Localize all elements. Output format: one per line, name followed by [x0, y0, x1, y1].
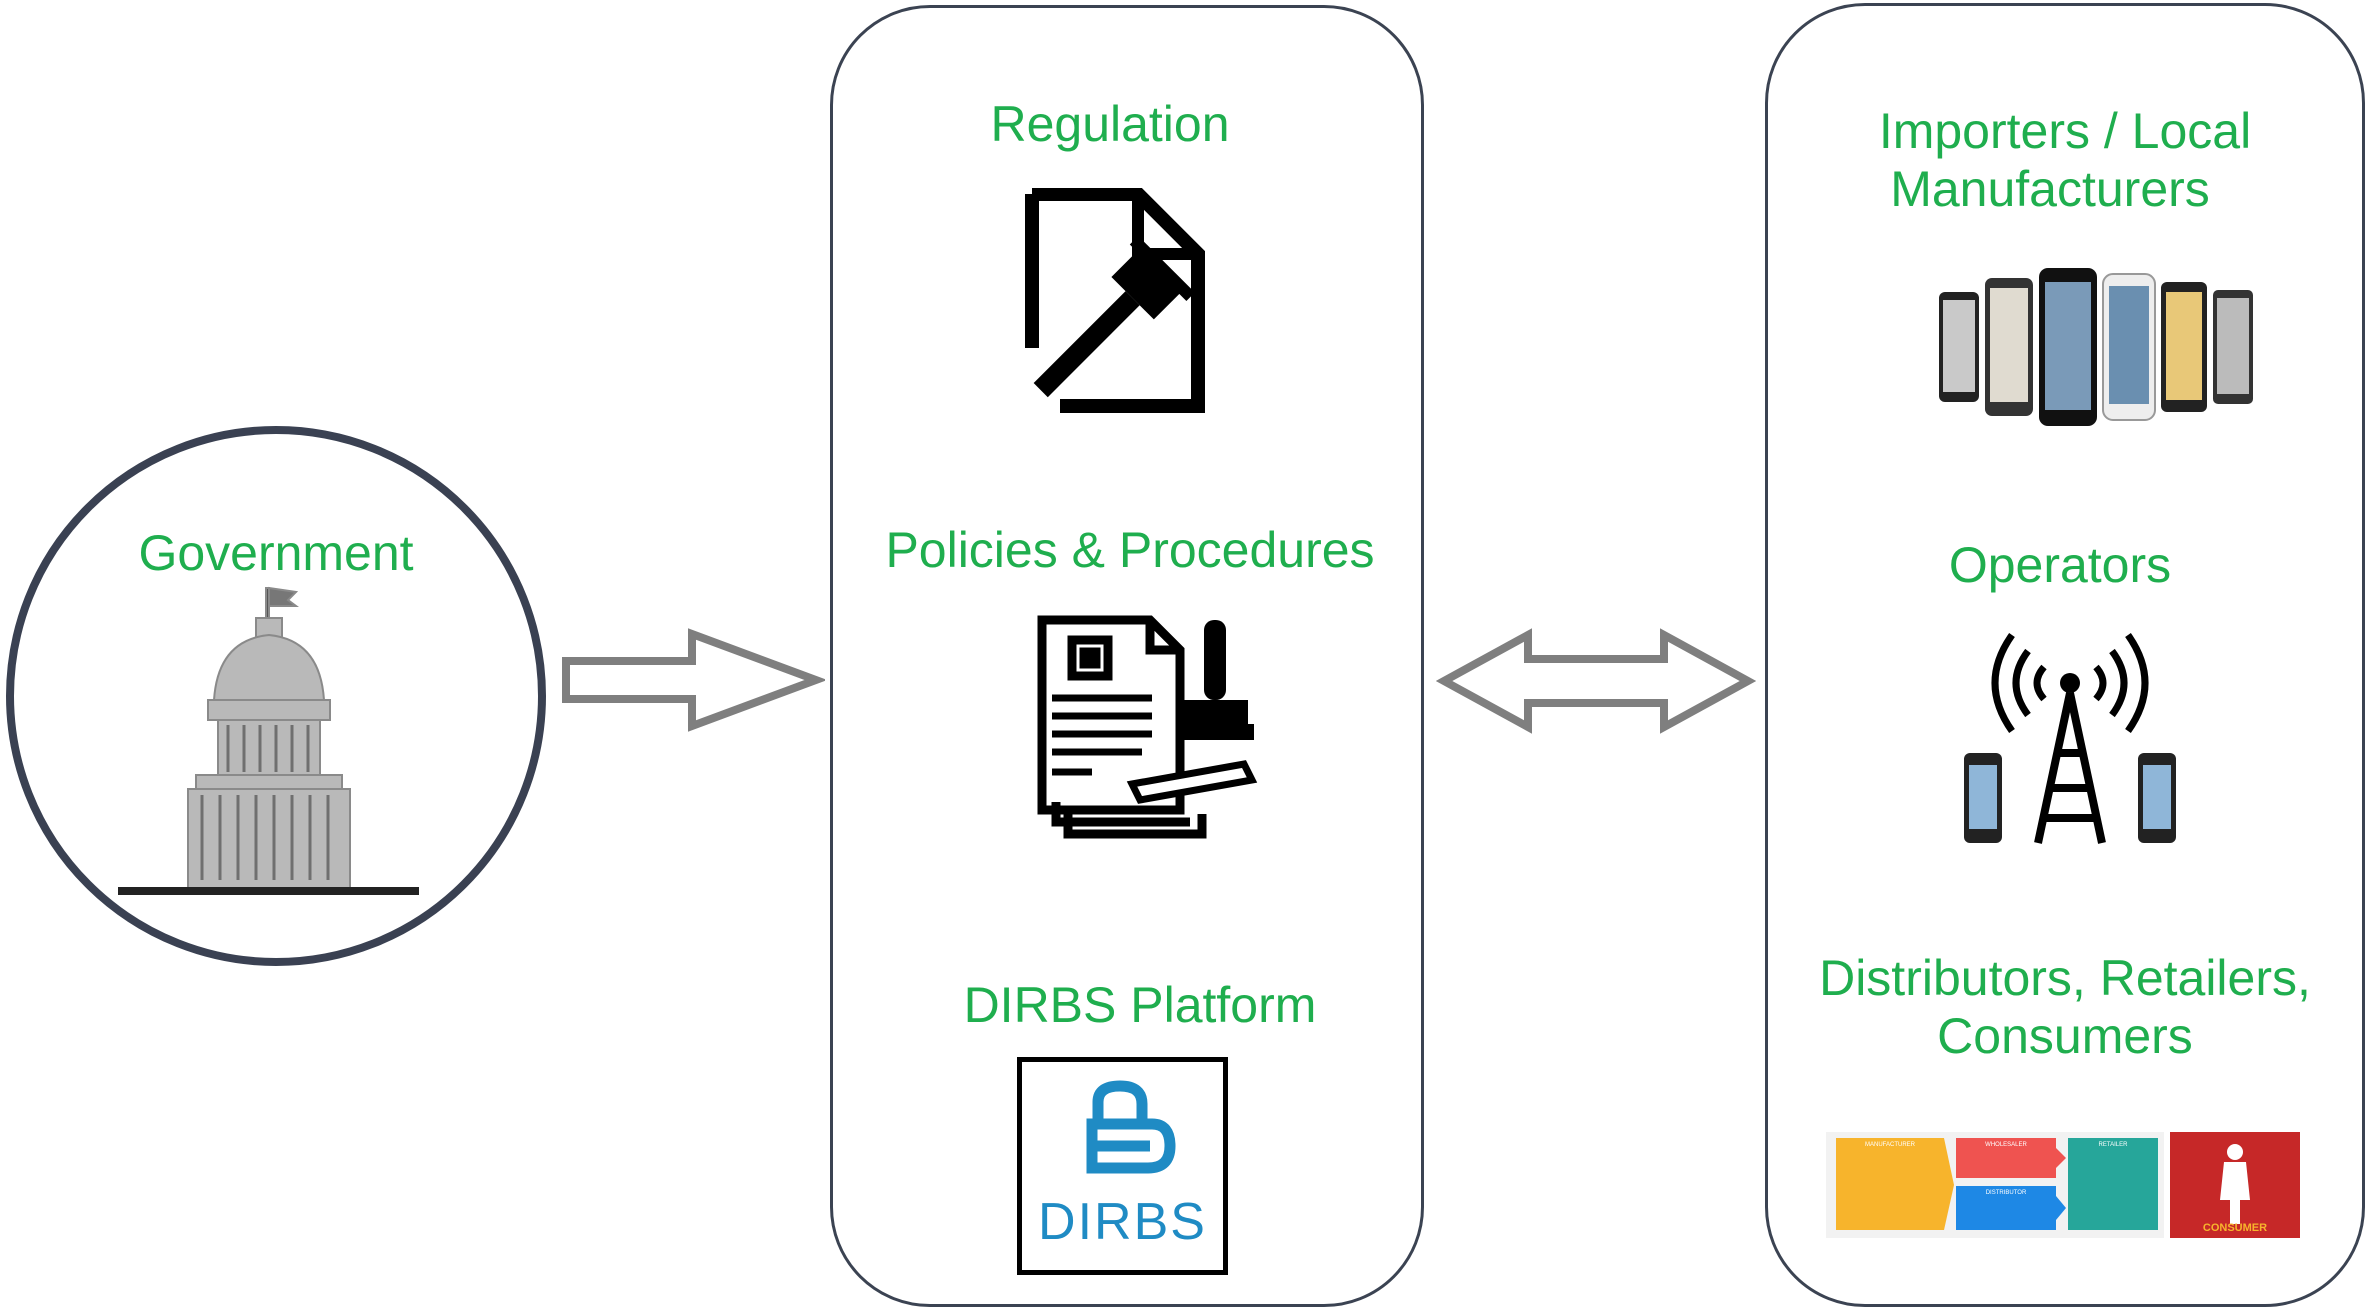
regulation-label: Regulation [990, 96, 1230, 152]
importers-label-line1: Importers / Local [1878, 103, 2252, 159]
dirbs-logo-text: DIRBS [1038, 1193, 1207, 1251]
policies-label: Policies & Procedures [885, 522, 1375, 578]
platform-label: DIRBS Platform [963, 977, 1317, 1033]
supply-chain-icon: MANUFACTURER WHOLESALER DISTRIBUTOR RETA… [1826, 1130, 2306, 1240]
supply-wholesaler: WHOLESALER [1985, 1142, 2027, 1148]
supply-consumer: CONSUMER [2202, 1222, 2268, 1234]
double-arrow [1436, 627, 1756, 735]
right-panel [1765, 3, 2365, 1307]
smartphones-icon [1935, 264, 2265, 429]
distributors-label-line2: Consumers [1937, 1008, 2193, 1064]
supply-distributor: DISTRIBUTOR [1985, 1190, 2027, 1196]
documents-stamp-icon [1032, 614, 1267, 844]
government-circle [6, 426, 546, 966]
importers-label-line2: Manufacturers [1890, 161, 2210, 217]
distributors-label-line1: Distributors, Retailers, [1819, 950, 2311, 1006]
capitol-building-icon [118, 580, 438, 910]
government-label: Government [138, 525, 414, 581]
right-arrow [560, 628, 825, 733]
dirbs-logo-icon: DIRBS [1017, 1057, 1228, 1275]
gavel-document-icon [990, 188, 1205, 423]
operators-label: Operators [1948, 537, 2172, 593]
cell-tower-icon [1960, 623, 2180, 848]
supply-retailer: RETAILER [2098, 1142, 2128, 1148]
supply-manufacturer: MANUFACTURER [1864, 1142, 1915, 1148]
